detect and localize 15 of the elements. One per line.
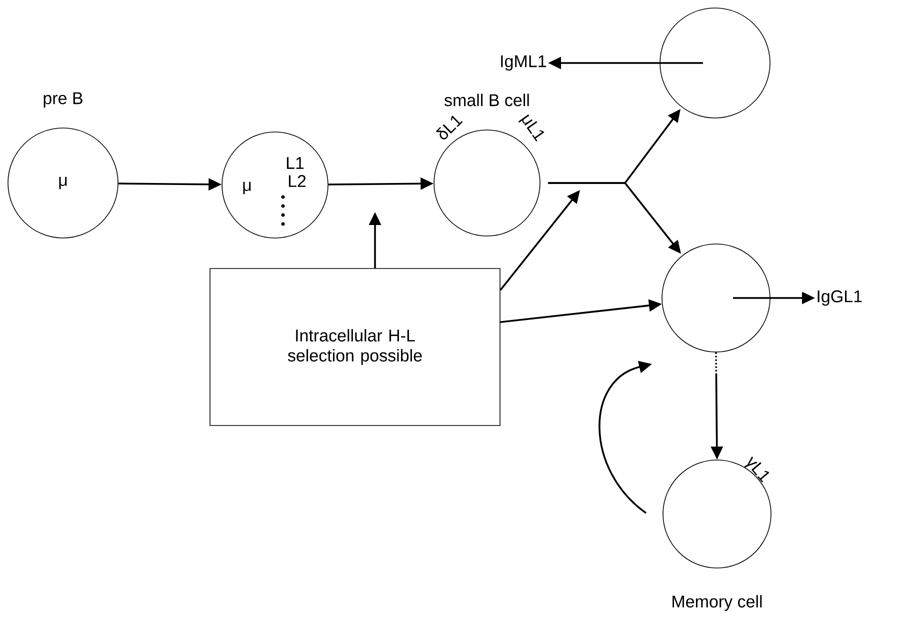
cell-content: L2	[288, 175, 306, 187]
cell-label: pre B	[44, 92, 82, 108]
cell-label: small B cell	[444, 94, 529, 106]
surface-label: γL1	[744, 456, 770, 482]
surface-label: μL1	[518, 114, 544, 142]
output-label: IgML1	[501, 55, 546, 71]
output-label: IgGL1	[818, 290, 862, 306]
cell-circle	[662, 244, 770, 352]
cell-content: L1	[286, 157, 304, 169]
cell-content: μ	[59, 176, 67, 190]
surface-label: δL1	[436, 116, 463, 140]
cell-circle	[660, 8, 770, 118]
cell-label: Memory cell	[672, 595, 762, 611]
text-box: Intracellular H-L selection possible	[210, 268, 500, 426]
cell-content: μ	[243, 182, 251, 194]
